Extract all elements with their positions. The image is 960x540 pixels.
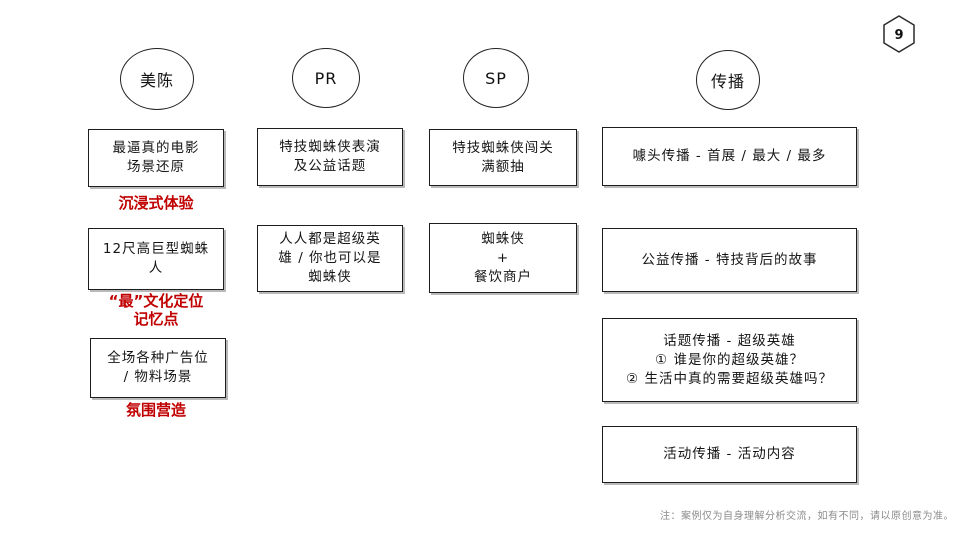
text-line: 蜘蛛侠: [308, 269, 352, 285]
content-box-display: 最逼真的电影场景还原: [88, 129, 224, 187]
text-line: 12尺高巨型蜘蛛: [102, 241, 210, 257]
text-line: 场景还原: [127, 159, 185, 175]
category-circle-pr: PR: [292, 48, 360, 108]
text-line: “最”文化定位: [108, 292, 204, 310]
text-line: 满额抽: [481, 158, 525, 175]
text-line: 记忆点: [133, 309, 179, 328]
page-number-badge: 9: [883, 15, 915, 53]
text-line: +: [496, 249, 510, 266]
category-circle-display: 美陈: [120, 48, 194, 110]
category-circle-sp: SP: [463, 48, 529, 108]
content-box-display: 12尺高巨型蜘蛛人: [88, 228, 224, 290]
text-line: 活动传播 - 活动内容: [663, 446, 796, 462]
content-box-pr: 人人都是超级英雄 / 你也可以是蜘蛛侠: [257, 225, 403, 292]
text-line: 公益传播 - 特技背后的故事: [641, 251, 818, 268]
text-line: 沉浸式体验: [118, 194, 194, 212]
highlight-caption-display: 沉浸式体验: [88, 194, 224, 213]
text-line: 人人都是超级英: [279, 231, 381, 247]
text-line: 餐饮商户: [474, 268, 532, 285]
text-line: ① 谁是你的超级英雄？: [655, 351, 804, 368]
circle-label: 美陈: [139, 71, 174, 90]
text-line: 及公益话题: [293, 158, 367, 174]
content-box-display: 全场各种广告位 / 物料场景: [90, 338, 226, 398]
text-line: 噱头传播 - 首展 / 最大 / 最多: [632, 148, 827, 164]
circle-label: PR: [314, 68, 338, 88]
text-line: 特技蜘蛛侠闯关: [452, 139, 554, 156]
text-line: 雄 / 你也可以是: [278, 250, 382, 266]
text-line: 氛围营造: [125, 401, 186, 419]
text-line: 蜘蛛侠: [481, 230, 525, 247]
text-line: / 物料场景: [123, 369, 193, 385]
page-number: 9: [894, 28, 903, 43]
content-box-spread: 公益传播 - 特技背后的故事: [602, 228, 857, 292]
content-box-sp: 蜘蛛侠 + 餐饮商户: [429, 223, 577, 293]
text-line: 话题传播 - 超级英雄: [663, 332, 796, 349]
text-line: 特技蜘蛛侠表演: [279, 139, 381, 155]
hexagon-icon: [883, 15, 915, 53]
text-line: 全场各种广告位: [107, 350, 209, 366]
category-circle-spread: 传播: [696, 50, 760, 110]
text-line: 人: [148, 260, 164, 276]
content-box-spread: 噱头传播 - 首展 / 最大 / 最多: [602, 127, 857, 186]
circle-label: SP: [485, 68, 507, 88]
text-line: ② 生活中真的需要超级英雄吗？: [626, 370, 833, 387]
content-box-spread: 话题传播 - 超级英雄 ① 谁是你的超级英雄？ ② 生活中真的需要超级英雄吗？: [602, 318, 857, 402]
footnote: 注：案例仅为自身理解分析交流，如有不同，请以原创意为准。: [660, 511, 954, 522]
highlight-caption-display: “最”文化定位记忆点: [88, 292, 224, 328]
content-box-spread: 活动传播 - 活动内容: [602, 426, 857, 483]
content-box-pr: 特技蜘蛛侠表演及公益话题: [257, 128, 403, 186]
text-line: 最逼真的电影: [112, 140, 200, 156]
circle-label: 传播: [710, 72, 745, 91]
content-box-sp: 特技蜘蛛侠闯关满额抽: [429, 129, 577, 186]
highlight-caption-display: 氛围营造: [88, 401, 224, 420]
